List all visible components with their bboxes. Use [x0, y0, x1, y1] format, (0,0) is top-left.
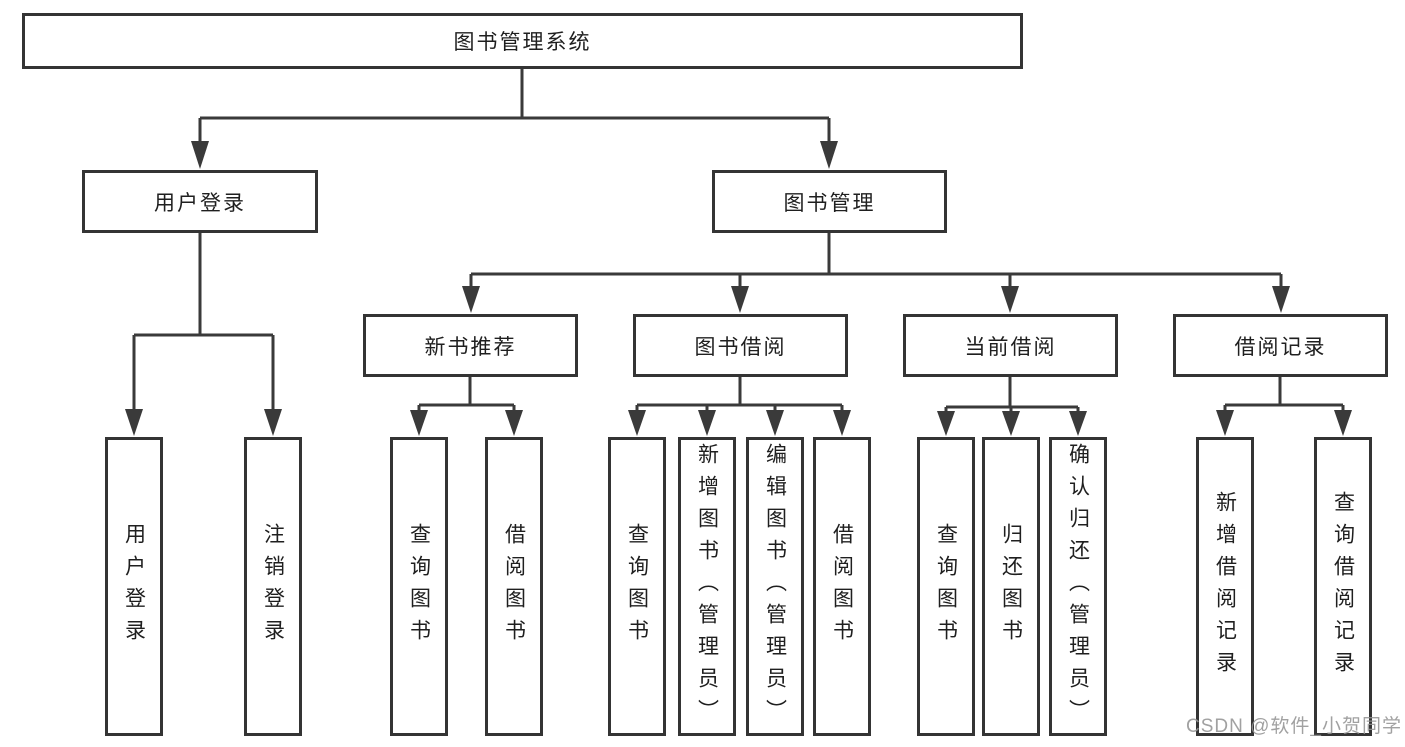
leaf-borrow-add-book-admin: 新增图书（管理员）	[678, 437, 736, 736]
leaf-label: 查询图书	[407, 522, 431, 651]
leaf-label: 用户登录	[122, 522, 146, 651]
node-label: 新书推荐	[424, 335, 517, 359]
leaf-current-return-book: 归还图书	[982, 437, 1040, 736]
leaf-label: 归还图书	[999, 522, 1023, 651]
node-label: 当前借阅	[964, 335, 1057, 359]
node-borrow-records: 借阅记录	[1173, 314, 1388, 377]
leaf-current-query-book: 查询图书	[917, 437, 975, 736]
leaf-label: 确认归还（管理员）	[1066, 442, 1090, 731]
leaf-user-login: 用户登录	[105, 437, 163, 736]
leaf-label: 编辑图书（管理员）	[763, 442, 787, 731]
leaf-borrow-query-book: 查询图书	[608, 437, 666, 736]
leaf-borrow-borrow-book: 借阅图书	[813, 437, 871, 736]
node-user-login: 用户登录	[82, 170, 318, 233]
node-current-borrow: 当前借阅	[903, 314, 1118, 377]
node-new-book-recommend: 新书推荐	[363, 314, 578, 377]
node-label: 图书管理系统	[453, 31, 592, 54]
leaf-logout: 注销登录	[244, 437, 302, 736]
node-label: 图书借阅	[694, 335, 787, 359]
node-book-borrow: 图书借阅	[633, 314, 848, 377]
leaf-label: 新增借阅记录	[1213, 490, 1237, 683]
leaf-label: 查询图书	[625, 522, 649, 651]
leaf-label: 借阅图书	[830, 522, 854, 651]
node-book-management: 图书管理	[712, 170, 947, 233]
leaf-borrow-edit-book-admin: 编辑图书（管理员）	[746, 437, 804, 736]
leaf-records-query-record: 查询借阅记录	[1314, 437, 1372, 736]
leaf-recommend-borrow-book: 借阅图书	[485, 437, 543, 736]
node-label: 用户登录	[154, 191, 246, 215]
leaf-records-add-record: 新增借阅记录	[1196, 437, 1254, 736]
leaf-recommend-query-book: 查询图书	[390, 437, 448, 736]
leaf-label: 注销登录	[261, 522, 285, 651]
leaf-label: 查询图书	[934, 522, 958, 651]
node-label: 借阅记录	[1234, 335, 1327, 359]
arrowhead-icons	[125, 141, 1352, 436]
node-library-management-system: 图书管理系统	[22, 13, 1023, 69]
leaf-label: 借阅图书	[502, 522, 526, 651]
leaf-label: 查询借阅记录	[1331, 490, 1355, 683]
leaf-label: 新增图书（管理员）	[695, 442, 719, 731]
leaf-current-confirm-return-admin: 确认归还（管理员）	[1049, 437, 1107, 736]
csdn-watermark: CSDN @软件_小贺同学	[1186, 716, 1402, 737]
node-label: 图书管理	[783, 191, 876, 215]
